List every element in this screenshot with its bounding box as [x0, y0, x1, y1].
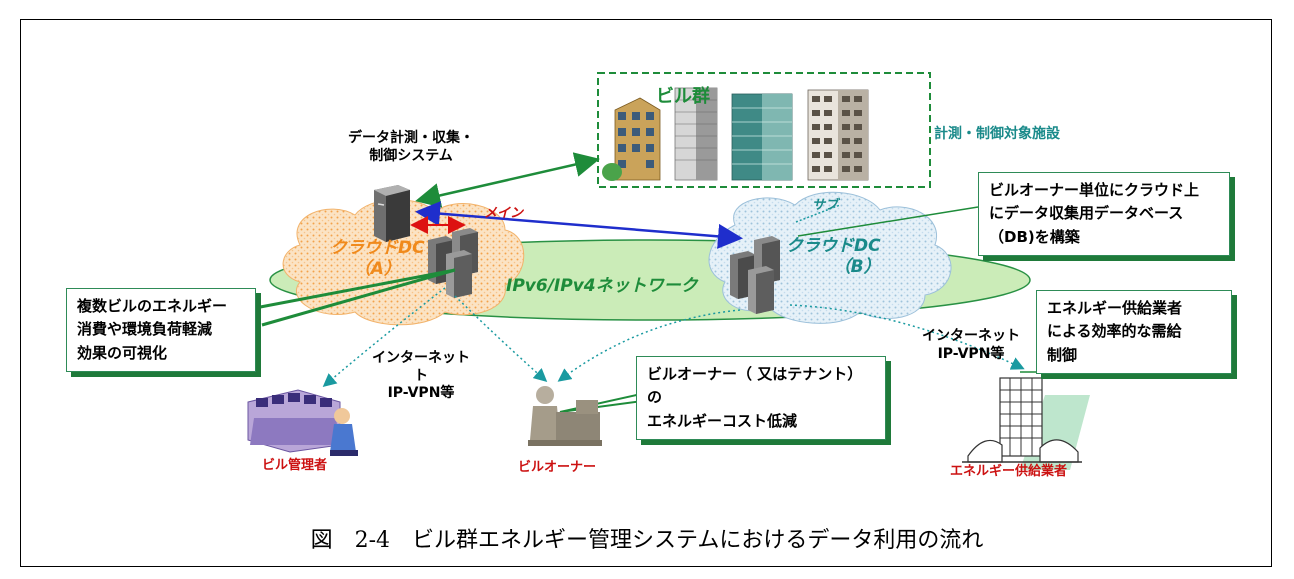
- building-group-title: ビル群: [656, 86, 710, 107]
- main-link-label: メイン: [484, 206, 524, 221]
- callout-db-line-2: にデータ収集用データベース: [989, 204, 1184, 223]
- callout-visual-line-3: 効果の可視化: [77, 343, 168, 362]
- owner-illustration: [528, 386, 602, 446]
- callout-supplier-line-3: 制御: [1047, 345, 1078, 364]
- callout-supplier: エネルギー供給業者 による効率的な需給 制御: [1036, 290, 1232, 374]
- system-server-icon: [374, 185, 410, 242]
- internet-left-line-1: インターネット: [372, 350, 470, 366]
- buildings-illustration: [602, 87, 869, 181]
- figure-caption: 図 2-4 ビル群エネルギー管理システムにおけるデータ利用の流れ: [310, 528, 984, 553]
- cloud-a-label: クラウドDC （A）: [330, 238, 425, 281]
- callout-owner-line-1: ビルオーナー（ 又はテナント）の: [647, 365, 863, 407]
- cloud-a-label-line-2: （A）: [353, 259, 401, 280]
- callout-visual-line-1: 複数ビルのエネルギー: [77, 297, 228, 315]
- figure-frame: [20, 19, 1272, 567]
- internet-left-line-2: ト: [414, 367, 428, 384]
- sub-link-label: サブ: [812, 198, 839, 213]
- cloud-b-label-line-2: （B）: [833, 257, 881, 278]
- supplier-illustration: [962, 377, 1090, 470]
- arrow-system-to-buildings: [415, 152, 600, 208]
- callout-supplier-line-2: による効率的な需給: [1047, 322, 1182, 341]
- callout-supplier-line-1: エネルギー供給業者: [1047, 299, 1183, 317]
- system-label-line-1: データ計測・収集・: [348, 130, 474, 146]
- callout-db-line-3: （DB)を構築: [989, 227, 1080, 246]
- flow-cloud-a-to-manager: [322, 287, 446, 387]
- arrow-system-to-cloud-b: [415, 201, 743, 249]
- callout-db-line-1: ビルオーナー単位にクラウド上: [989, 181, 1200, 199]
- callout-visual-line-2: 消費や環境負荷軽減: [77, 320, 213, 339]
- cloud-b-label: クラウドDC （B）: [786, 236, 881, 279]
- manager-label: ビル管理者: [262, 458, 328, 473]
- facility-label: 計測・制御対象施設: [934, 126, 1060, 142]
- internet-right-line-2: IP-VPN等: [937, 345, 1005, 362]
- owner-label: ビルオーナー: [518, 460, 597, 475]
- building-group-frame: [597, 72, 931, 188]
- manager-illustration: [247, 389, 358, 456]
- callout-db: ビルオーナー単位にクラウド上 にデータ収集用データベース （DB)を構築: [978, 172, 1230, 256]
- callout-owner: ビルオーナー（ 又はテナント）の エネルギーコスト低減: [636, 356, 886, 440]
- system-label-line-2: 制御システム: [369, 147, 453, 164]
- cloud-b-servers-icon: [730, 236, 780, 314]
- callout-owner-line-2: エネルギーコスト低減: [647, 411, 798, 430]
- internet-left-line-3: IP-VPN等: [387, 385, 455, 401]
- callout-visual-pointer: [254, 268, 456, 327]
- flow-cloud-b-to-owner: [557, 309, 741, 382]
- supplier-label: エネルギー供給業者: [950, 464, 1068, 479]
- internet-right-line-1: インターネット: [922, 328, 1020, 344]
- cloud-a-label-line-1: クラウドDC: [330, 238, 425, 258]
- system-label: データ計測・収集・ 制御システム: [348, 130, 474, 165]
- cloud-b-label-line-1: クラウドDC: [786, 236, 881, 256]
- internet-left-label: インターネット ト IP-VPN等: [372, 350, 470, 403]
- internet-right-label: インターネット IP-VPN等: [922, 328, 1020, 363]
- callout-visual: 複数ビルのエネルギー 消費や環境負荷軽減 効果の可視化: [66, 288, 256, 372]
- callout-db-pointer: [797, 206, 979, 237]
- network-label: IPv6/IPv4ネットワーク: [506, 276, 698, 296]
